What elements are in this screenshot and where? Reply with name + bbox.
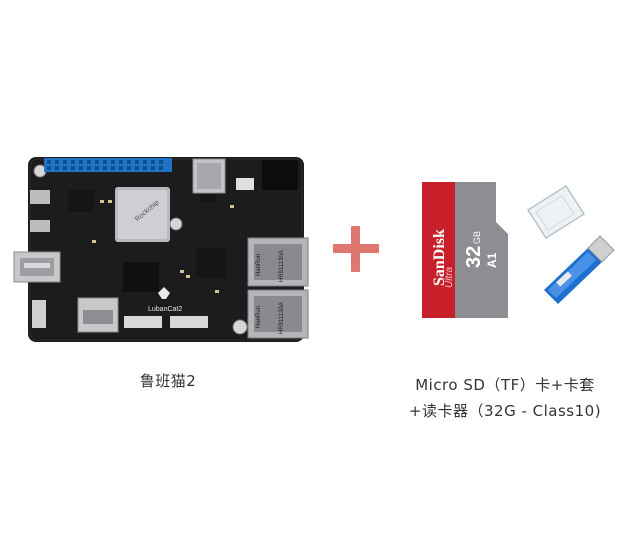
ethernet-part-label: HR911130A [279,302,285,334]
ethernet-brand-label: HanRun [256,306,262,328]
card-reader [544,235,615,304]
sd-caption-line1: Micro SD（TF）卡+卡套 [415,376,595,394]
sd-unit-label: GB [472,231,482,244]
sd-bundle-caption: Micro SD（TF）卡+卡套 +读卡器（32G - Class10) [385,372,625,424]
ethernet-part-label: HR911130A [279,250,285,282]
board-model-label: LubanCat2 [148,306,182,313]
usb-port [13,251,61,283]
sd-capacity-label: 32 [463,246,485,268]
board-caption: 鲁班猫2 [139,372,197,390]
sd-brand-label: SanDisk [431,229,448,286]
micro-sd-card: SanDisk Ultra 32 GB A1 [422,182,508,318]
gpio-header [44,158,172,172]
sd-caption-line2: +读卡器（32G - Class10) [408,402,602,420]
cpu-chip: Rockchip [115,187,170,242]
lubancat-board: Rockchip LubanCat2 [13,157,309,342]
ethernet-port-top: HanRun HR911130A [247,237,309,287]
sd-rating-label: A1 [485,252,499,268]
ethernet-brand-label: HanRun [256,254,262,276]
card-case [526,184,586,240]
sd-line-label: Ultra [444,266,455,288]
ethernet-port-bottom: HanRun HR911130A [247,289,309,339]
plus-icon [333,226,379,272]
